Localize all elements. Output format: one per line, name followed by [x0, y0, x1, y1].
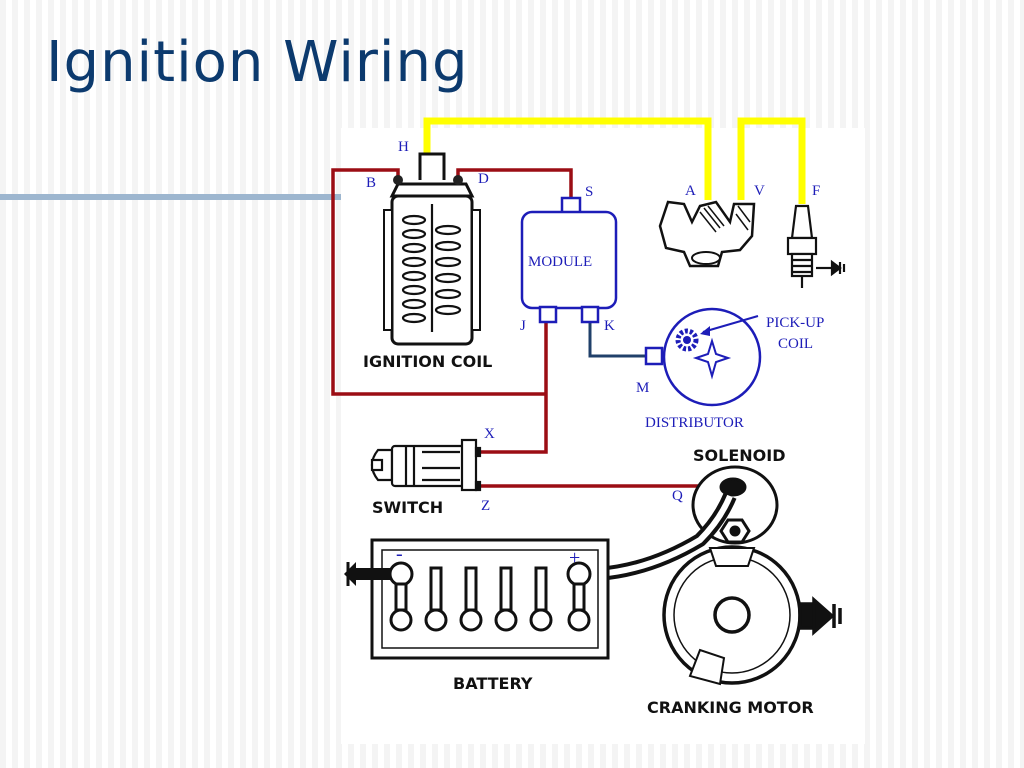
terminal-m-label: M — [636, 380, 649, 396]
ignition-coil-icon — [383, 152, 481, 346]
battery-negative-label: - — [396, 543, 403, 565]
terminal-q-label: Q — [672, 488, 683, 504]
ground-symbol-icon — [344, 562, 390, 586]
ignition-coil-label: IGNITION COIL — [363, 352, 492, 371]
battery-icon — [370, 538, 610, 660]
j-to-x-wire — [478, 322, 548, 454]
pickup-coil-label-line1: PICK-UP — [766, 315, 824, 331]
distributor-label: DISTRIBUTOR — [645, 415, 744, 431]
terminal-v-label: V — [754, 183, 765, 199]
cranking-motor-label: CRANKING MOTOR — [647, 698, 814, 717]
battery-label: BATTERY — [453, 674, 533, 693]
solenoid-label: SOLENOID — [693, 446, 785, 465]
cranking-motor-icon — [662, 545, 842, 686]
module-label: MODULE — [528, 254, 592, 270]
solenoid-icon — [597, 465, 779, 581]
k-to-m-wire — [588, 322, 648, 358]
terminal-d-label: D — [478, 171, 489, 187]
accent-line — [0, 194, 346, 200]
module-box-icon — [520, 196, 618, 324]
terminal-k-label: K — [604, 318, 615, 334]
primary-wires — [331, 168, 740, 488]
switch-label: SWITCH — [372, 498, 443, 517]
coil-d-to-s-wire — [456, 168, 573, 198]
distributor-circle-icon — [644, 307, 762, 407]
terminal-x-label: X — [484, 426, 495, 442]
secondary-wires — [423, 117, 806, 204]
distributor-cap-icon — [658, 200, 756, 268]
terminal-j-label: J — [520, 318, 526, 334]
pickup-coil-label-line2: COIL — [778, 336, 813, 352]
key-switch-icon — [370, 438, 482, 492]
cap-to-plug-wire — [737, 117, 806, 204]
slide-title: Ignition Wiring — [46, 30, 469, 95]
terminal-a-label: A — [685, 183, 696, 199]
terminal-h-label: H — [398, 139, 409, 155]
terminal-z-label: Z — [481, 498, 490, 514]
terminal-f-label: F — [812, 183, 820, 199]
terminal-b-label: B — [366, 175, 376, 191]
battery-positive-label: + — [569, 547, 580, 569]
coil-b-wire — [331, 168, 546, 396]
spark-plug-icon — [786, 204, 846, 288]
terminal-s-label: S — [585, 184, 593, 200]
coil-to-cap-wire — [423, 117, 712, 200]
